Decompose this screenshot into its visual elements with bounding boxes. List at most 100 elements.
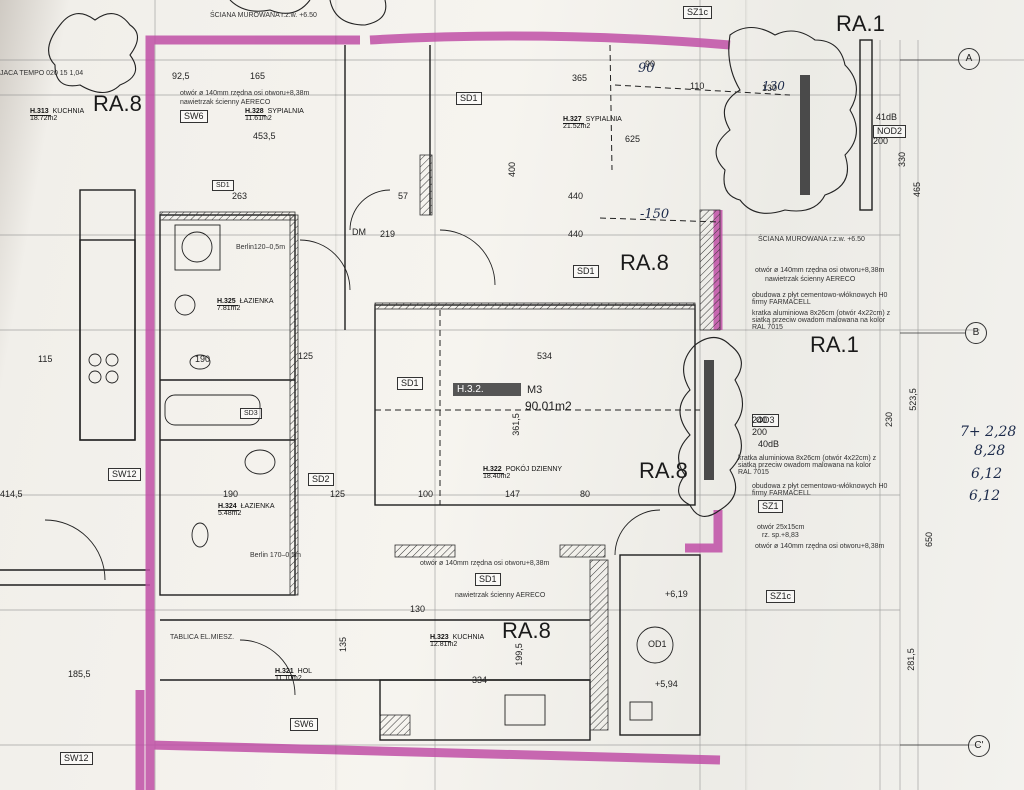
dimension: 440 <box>568 229 584 239</box>
main-room-area: 90.01m2 <box>525 399 572 413</box>
dimension: 130 <box>410 604 426 614</box>
axis-leaders <box>900 59 968 746</box>
label-sd1: SD1 <box>573 265 599 278</box>
dimension: 125 <box>298 351 314 361</box>
dimension: 200 <box>873 136 889 146</box>
dimension: 453,5 <box>253 131 276 141</box>
dimension: 334 <box>472 675 488 685</box>
dimension: 100 <box>418 489 434 499</box>
note: obudowa z płyt cementowo-włóknowych H0 f… <box>752 292 888 306</box>
door-swings <box>44 189 661 696</box>
zone-label: RA.8 <box>639 458 688 483</box>
label-nod2: NOD2 <box>873 125 907 138</box>
dimension: 147 <box>505 489 521 499</box>
note: rz. sp.+8,83 <box>762 532 799 539</box>
handwritten-note: 7+ 2,28 <box>960 424 1017 440</box>
note: otwór 25x15cm <box>757 524 805 531</box>
dimension: 240 <box>752 415 768 425</box>
axis-marker-c: C' <box>968 735 990 757</box>
label-sd1: SD1 <box>456 92 482 105</box>
label-sd1: SD1 <box>475 573 501 586</box>
label-dm: DM <box>352 227 366 237</box>
handwritten-note: 6,12 <box>971 466 1003 482</box>
dimension: 92,5 <box>172 71 190 81</box>
zone-label: RA.8 <box>620 250 669 275</box>
paper-fold <box>745 0 748 790</box>
dimension: 190 <box>195 354 211 364</box>
hatched-walls <box>159 154 721 736</box>
label-sw12: SW12 <box>108 468 141 481</box>
note: kratka aluminiowa 8x26cm (otwór 4x22cm) … <box>752 310 891 331</box>
label-sd1: SD1 <box>212 180 234 191</box>
dimension: 125 <box>330 489 346 499</box>
label-sz1c: SZ1c <box>683 6 713 19</box>
handwritten-note: 8,28 <box>974 443 1006 459</box>
label-sz1c: SZ1c <box>766 590 796 603</box>
dimension: 219 <box>380 229 396 239</box>
note: Berlin 170–0,5m <box>250 552 301 559</box>
zone-label: RA.8 <box>502 618 551 643</box>
dimension: 523,5 <box>907 388 918 411</box>
dimension: 135 <box>338 636 349 653</box>
revision-clouds <box>48 0 857 517</box>
dashed-lines <box>375 44 791 505</box>
label-sd3: SD3 <box>240 408 262 419</box>
dimension: 199,5 <box>513 643 524 666</box>
dimension: 200 <box>752 427 768 437</box>
sketch-note: -150 <box>640 207 670 222</box>
dimension: 57 <box>398 191 409 201</box>
dimension: 650 <box>924 531 935 548</box>
zone-label: RA.8 <box>93 91 142 116</box>
dimension: 625 <box>625 134 641 144</box>
paper-fold <box>335 0 338 790</box>
axis-marker-a: A <box>958 48 980 70</box>
zone-label: RA.1 <box>810 332 859 357</box>
level-mark: +6,19 <box>665 589 688 599</box>
note: otwór ø 140mm rzędna osi otworu+8,38m <box>755 267 885 274</box>
dimension: 400 <box>507 161 518 178</box>
note: nawietrzak ścienny AERECO <box>180 99 271 106</box>
fixtures <box>88 224 674 726</box>
note: JACA TEMPO 020 15 1,04 <box>0 70 84 77</box>
label-sw6: SW6 <box>180 110 208 123</box>
label-od3: OD3 <box>752 414 779 427</box>
note: ŚCIANA MUROWANA r.z.w. +6.50 <box>210 12 317 19</box>
handwritten-note: 6,12 <box>969 488 1001 504</box>
note: Berlin120–0,5m <box>236 244 286 251</box>
level-mark: +5,94 <box>655 679 678 689</box>
label-sd2: SD2 <box>308 473 334 486</box>
dimension: 130 <box>762 83 778 93</box>
label-sz1: SZ1 <box>758 500 783 513</box>
dimension: 185,5 <box>68 669 91 679</box>
note: kratka aluminiowa 8x26cm (otwór 4x22cm) … <box>738 455 877 476</box>
dimension: 534 <box>537 351 553 361</box>
note: 40dB <box>758 439 780 449</box>
dimension: 465 <box>912 181 923 198</box>
note: nawietrzak ścienny AERECO <box>455 592 546 599</box>
main-room-type: M3 <box>527 384 543 396</box>
note: ŚCIANA MUROWANA r.z.w. +6.50 <box>758 236 865 243</box>
note: TABLICA EL.MIESZ. <box>170 634 235 641</box>
dimension: 365 <box>572 73 588 83</box>
label-sw6: SW6 <box>290 718 318 731</box>
dimension: 281,5 <box>905 648 916 671</box>
label-sd1: SD1 <box>397 377 423 390</box>
dimension: 115 <box>38 354 53 364</box>
zone-label: RA.1 <box>836 11 885 36</box>
dimension: 190 <box>223 489 239 499</box>
label-od1: OD1 <box>648 639 667 649</box>
note: obudowa z płyt cementowo-włóknowych H0 f… <box>752 483 888 497</box>
dimension: 330 <box>897 151 908 168</box>
dimension: 165 <box>250 71 266 81</box>
dimension: 80 <box>580 489 591 499</box>
